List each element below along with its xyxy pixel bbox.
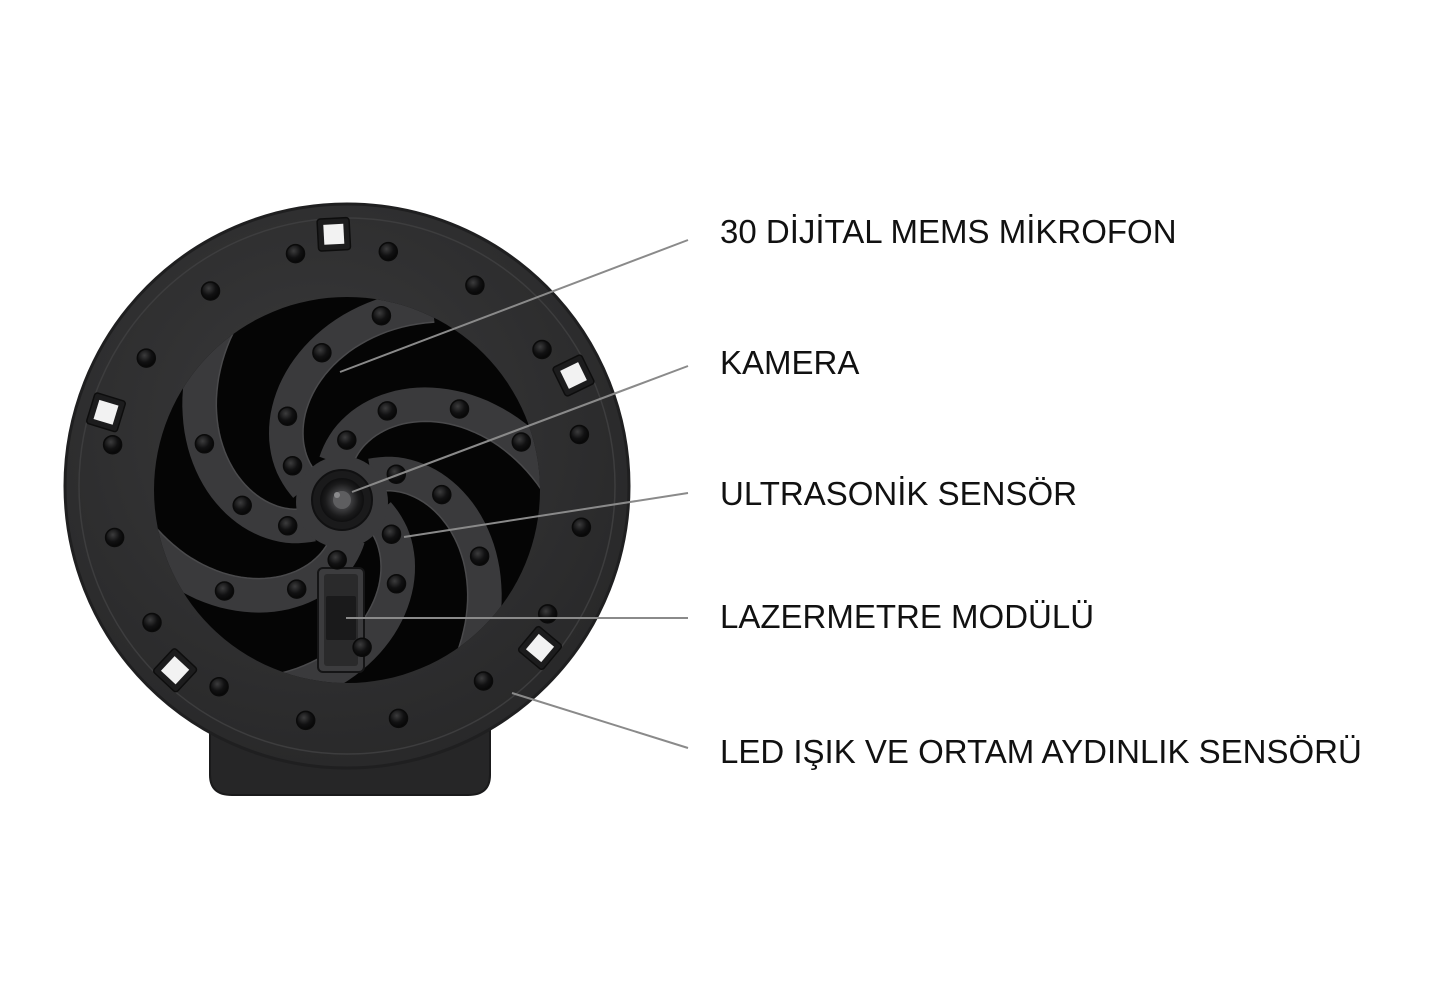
mic-hole xyxy=(136,348,157,368)
mic-hole xyxy=(388,708,409,729)
spiral-arm-edge xyxy=(350,420,540,492)
mic-hole xyxy=(277,406,298,426)
spiral-arm-edge xyxy=(249,523,382,679)
led-window xyxy=(316,216,352,252)
mic-hole xyxy=(200,281,221,301)
label-led-light-sensor: LED IŞIK VE ORTAM AYDINLIK SENSÖRÜ xyxy=(720,733,1362,770)
mic-hole xyxy=(295,710,316,731)
led-window xyxy=(86,392,126,433)
mic-hole xyxy=(465,275,485,296)
mic-hole xyxy=(377,401,398,421)
label-ultrasonic-sensor: ULTRASONİK SENSÖR xyxy=(720,475,1077,512)
spiral-arm xyxy=(368,456,502,683)
mic-hole xyxy=(569,424,590,445)
leader-line-mic xyxy=(339,239,689,373)
mic-hole xyxy=(282,456,303,476)
mic-hole xyxy=(142,612,162,633)
microphone-holes xyxy=(102,241,592,731)
spiral-arm-edge xyxy=(154,508,334,580)
mic-hole xyxy=(432,484,452,505)
mic-hole xyxy=(469,546,490,566)
spiral-arm-edge xyxy=(215,330,311,510)
mic-hole xyxy=(532,339,552,360)
mic-hole xyxy=(371,305,392,326)
led-windows xyxy=(86,216,595,693)
mic-hole xyxy=(327,550,347,570)
mic-hole xyxy=(386,574,407,594)
mic-hole xyxy=(337,430,357,450)
spiral-arm xyxy=(249,502,415,683)
led-window xyxy=(517,625,563,671)
mic-hole xyxy=(277,516,298,536)
led-window xyxy=(152,648,198,693)
leader-lines xyxy=(339,239,689,749)
mic-hole xyxy=(104,527,125,548)
mic-hole xyxy=(194,434,215,454)
mic-hole xyxy=(571,517,592,538)
mic-hole xyxy=(312,342,332,363)
label-laser-module: LAZERMETRE MODÜLÜ xyxy=(720,598,1095,635)
mic-hole xyxy=(352,637,372,658)
leader-line-led xyxy=(511,692,689,749)
mic-hole xyxy=(286,579,307,599)
leader-line-camera xyxy=(351,365,689,493)
mic-hole xyxy=(214,581,235,601)
mic-hole xyxy=(537,604,558,624)
camera-lens-icon xyxy=(311,469,373,531)
spiral-arm-edge xyxy=(302,321,435,477)
laser-module-housing xyxy=(317,567,365,673)
mic-hole xyxy=(378,241,399,262)
spiral-arm xyxy=(269,297,435,498)
label-camera: KAMERA xyxy=(720,344,860,381)
mic-hole xyxy=(386,464,407,484)
led-window xyxy=(552,354,595,397)
mic-hole xyxy=(381,524,402,544)
spiral-arm xyxy=(182,316,316,544)
mic-hole xyxy=(209,676,229,697)
mic-hole xyxy=(449,399,470,419)
leader-line-ultrasonic xyxy=(403,492,689,538)
mic-hole xyxy=(285,243,306,264)
mic-hole xyxy=(232,495,252,516)
mic-hole xyxy=(511,432,532,452)
label-mems-microphone: 30 DİJİTAL MEMS MİKROFON xyxy=(720,213,1177,250)
mic-hole xyxy=(102,434,123,455)
mic-hole xyxy=(473,671,494,691)
